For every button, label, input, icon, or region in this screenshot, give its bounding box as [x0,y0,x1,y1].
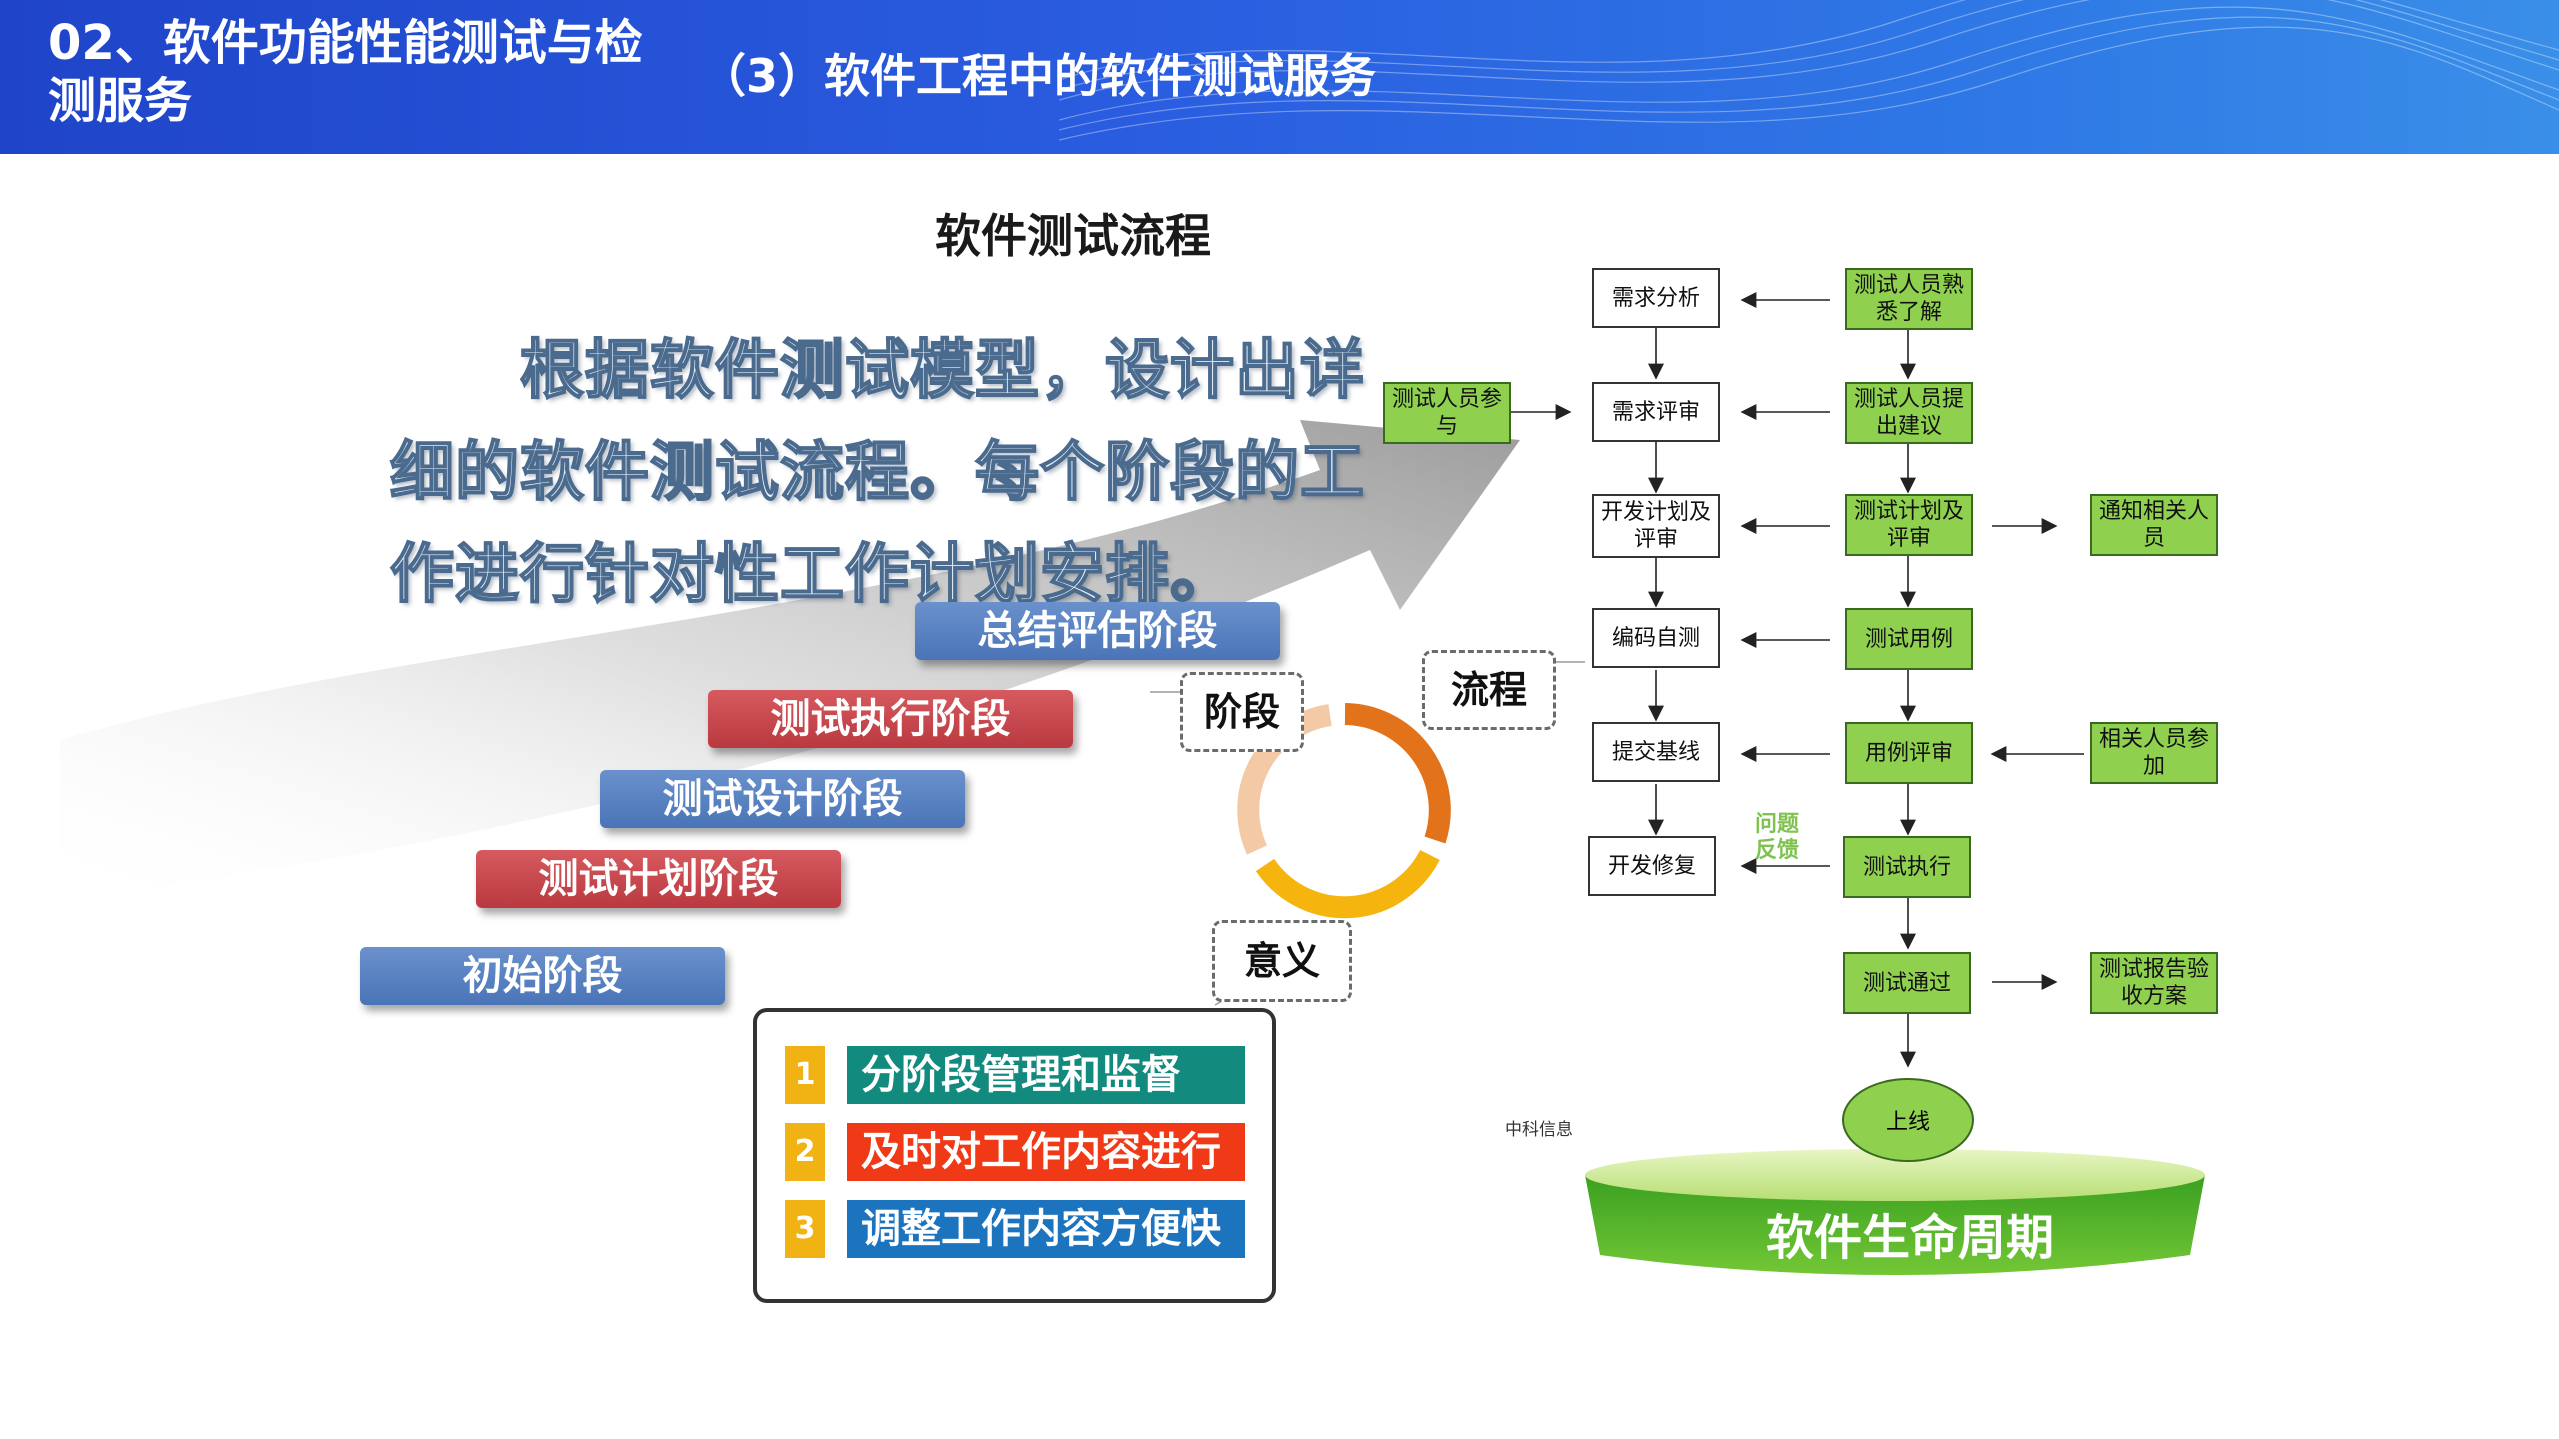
tag-process: 流程 [1422,650,1556,730]
feedback-label: 问题反馈 [1755,812,1800,863]
meaning-box: 1 分阶段管理和监督 2 及时对工作内容进行 3 调整工作内容方便快 [753,1008,1276,1303]
flow-requirements-review: 需求评审 [1592,382,1720,442]
stage-test-execution: 测试执行阶段 [708,690,1073,748]
header-wave-decoration [1059,0,2559,141]
flow-test-passed: 测试通过 [1843,952,1971,1014]
flow-tester-familiarize: 测试人员熟悉了解 [1845,268,1973,330]
flow-stakeholders-attend: 相关人员参加 [2090,722,2218,784]
meaning-item-3: 3 调整工作内容方便快 [785,1200,1255,1258]
company-label: 中科信息 [1505,1120,1573,1140]
flow-requirements-analysis: 需求分析 [1592,268,1720,328]
cycle-ring-graphic [1237,703,1451,919]
flow-heading: 软件测试流程 [935,209,1211,263]
meaning-number: 1 [785,1046,825,1104]
flow-test-report-acceptance: 测试报告验收方案 [2090,952,2218,1014]
meaning-text: 调整工作内容方便快 [847,1200,1245,1258]
header-banner [0,0,2559,154]
tag-stage: 阶段 [1180,672,1304,752]
growth-arrow-graphic [60,420,1520,900]
section-title: 02、软件功能性能测试与检测服务 [48,15,643,129]
header-subtitle: （3）软件工程中的软件测试服务 [700,49,1377,103]
meaning-text: 分阶段管理和监督 [847,1046,1245,1104]
meaning-text: 及时对工作内容进行 [847,1123,1245,1181]
stage-initial: 初始阶段 [360,947,725,1005]
meaning-item-2: 2 及时对工作内容进行 [785,1123,1255,1181]
flow-test-cases: 测试用例 [1845,608,1973,670]
flow-test-plan-review: 测试计划及评审 [1845,494,1973,556]
flow-tester-suggestions: 测试人员提出建议 [1845,382,1973,444]
flowchart-arrows [1510,292,2084,1068]
meaning-number: 2 [785,1123,825,1181]
flow-test-execution: 测试执行 [1843,836,1971,898]
tag-meaning: 意义 [1212,920,1352,1002]
flow-dev-fix: 开发修复 [1588,836,1716,896]
stage-summary-evaluation: 总结评估阶段 [915,602,1280,660]
flow-coding-self-test: 编码自测 [1592,608,1720,668]
intro-paragraph: 根据软件测试模型，设计出详细的软件测试流程。每个阶段的工作进行针对性工作计划安排… [389,333,1365,613]
flow-submit-baseline: 提交基线 [1592,722,1720,782]
meaning-number: 3 [785,1200,825,1258]
lifecycle-platform-graphic [1585,1149,2205,1275]
meaning-item-1: 1 分阶段管理和监督 [785,1046,1255,1104]
lifecycle-label: 软件生命周期 [1765,1210,2054,1266]
flow-dev-plan-review: 开发计划及评审 [1592,494,1720,558]
flow-case-review: 用例评审 [1845,722,1973,784]
flow-launch: 上线 [1842,1078,1974,1162]
flow-notify-stakeholders: 通知相关人员 [2090,494,2218,556]
stage-test-planning: 测试计划阶段 [476,850,841,908]
flow-tester-participate: 测试人员参与 [1383,382,1511,444]
stage-test-design: 测试设计阶段 [600,770,965,828]
